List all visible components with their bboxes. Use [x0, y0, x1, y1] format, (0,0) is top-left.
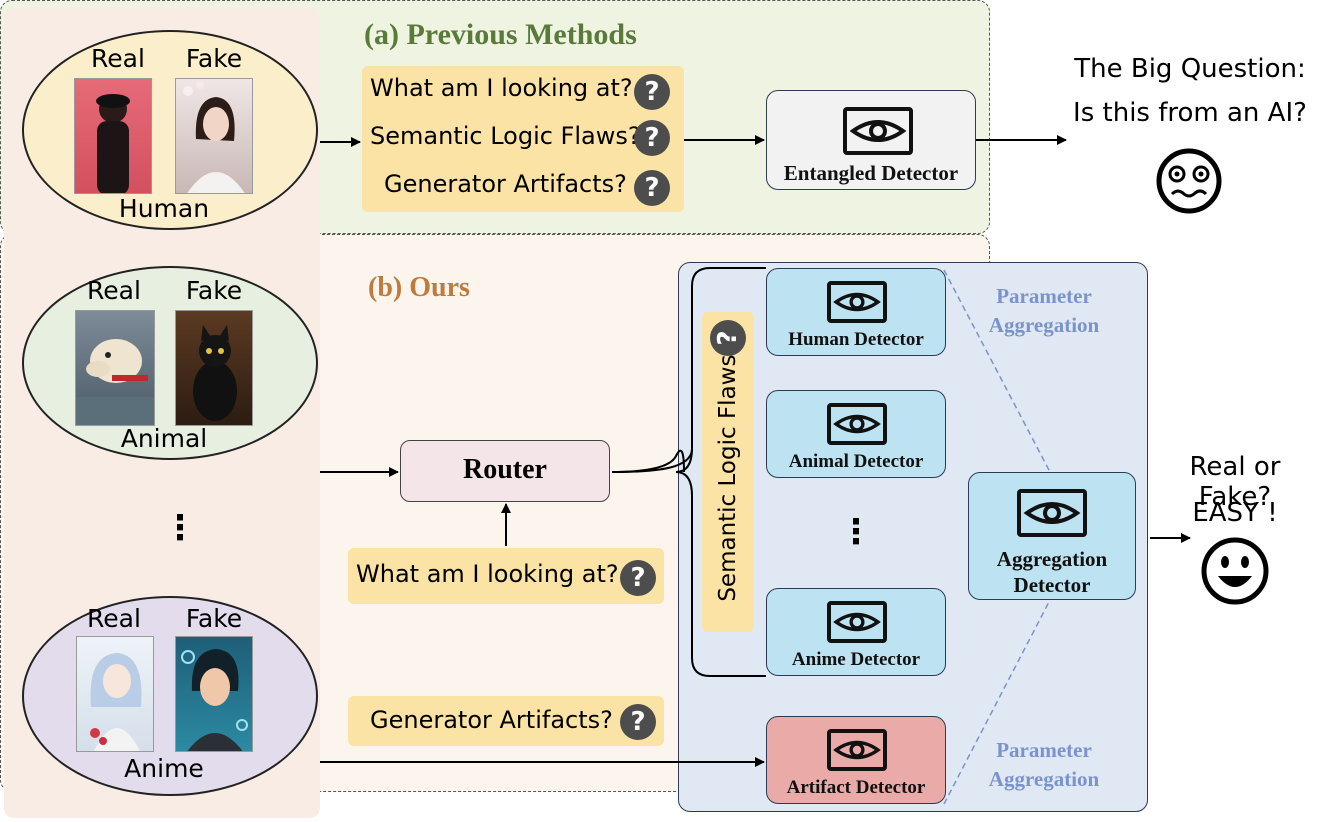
anime-real-image [76, 636, 154, 752]
human-ellipse [22, 30, 318, 230]
aggregation-detector: Aggregation Detector [968, 472, 1136, 600]
anime-ellipse [22, 596, 318, 796]
anime-category-label: Anime [124, 754, 204, 783]
human-detector-label: Human Detector [788, 329, 924, 350]
human-fake-image [175, 78, 253, 194]
eye-icon [843, 107, 913, 155]
animal-ellipse [22, 266, 318, 460]
question-mark-icon: ? [620, 560, 656, 596]
entangled-detector-label: Entangled Detector [783, 161, 959, 185]
happy-face-icon [1200, 536, 1270, 610]
more-categories-ellipsis: ⋮ [163, 508, 197, 548]
question-mark-icon: ? [634, 120, 670, 156]
panel-a-title: (a) Previous Methods [364, 18, 637, 51]
eye-icon [827, 281, 887, 323]
human-real-image [74, 78, 152, 194]
animal-detector: Animal Detector [766, 390, 946, 478]
router-question-box [348, 548, 664, 604]
artifact-detector-label: Artifact Detector [786, 777, 926, 798]
anime-fake-image [175, 636, 253, 752]
semantic-label-box [702, 312, 754, 632]
entangled-detector: Entangled Detector [766, 90, 976, 190]
animal-detector-label: Animal Detector [788, 451, 924, 472]
router-box [400, 440, 610, 502]
anime-detector: Anime Detector [766, 588, 946, 676]
eye-icon [1017, 489, 1087, 537]
router-label: Router [463, 454, 547, 485]
panel-a-question-2: Semantic Logic Flaws? [370, 122, 641, 150]
human-detector: Human Detector [766, 268, 946, 356]
human-fake-label: Fake [185, 44, 243, 73]
anime-fake-label: Fake [185, 604, 243, 633]
panel-a-result-line-2: Is this from an AI? [1073, 98, 1307, 128]
panel-a-result-line-1: The Big Question: [1074, 54, 1306, 84]
panel-b-result-line-2: EASY ! [1192, 498, 1278, 528]
eye-icon [827, 729, 887, 771]
eye-icon [827, 601, 887, 643]
panel-b-title: (b) Ours [368, 272, 470, 303]
aggregation-detector-label-1: Aggregation [996, 547, 1108, 571]
artifact-question-box [348, 696, 664, 746]
aggregation-detector-label-2: Detector [1013, 573, 1091, 597]
anime-real-label: Real [87, 604, 141, 633]
parameter-aggregation-top-2: Aggregation [988, 313, 1100, 337]
parameter-aggregation-bottom-1: Parameter [996, 738, 1092, 762]
question-mark-icon: ? [634, 74, 670, 110]
animal-real-image [75, 310, 155, 426]
parameter-aggregation-bottom-2: Aggregation [988, 767, 1100, 791]
eye-icon [827, 403, 887, 445]
animal-fake-image [175, 310, 253, 426]
router-question: What am I looking at? [356, 560, 619, 588]
panel-a-question-3: Generator Artifacts? [384, 170, 627, 198]
panel-a-question-1: What am I looking at? [370, 74, 633, 102]
human-real-label: Real [91, 44, 145, 73]
parameter-aggregation-top-1: Parameter [996, 284, 1092, 308]
anime-detector-label: Anime Detector [791, 649, 921, 670]
animal-real-label: Real [87, 276, 141, 305]
dizzy-face-icon [1154, 148, 1224, 218]
question-mark-icon: ? [620, 704, 656, 740]
artifact-question: Generator Artifacts? [370, 706, 613, 734]
question-mark-icon: ? [634, 170, 670, 206]
animal-fake-label: Fake [185, 276, 243, 305]
artifact-detector: Artifact Detector [766, 716, 946, 804]
panel-a-questions-box [362, 66, 684, 212]
animal-category-label: Animal [120, 424, 208, 453]
panel-b-result-line-1: Real or Fake? [1189, 452, 1281, 512]
more-detectors-ellipsis: ⋮ [839, 512, 873, 552]
human-category-label: Human [118, 194, 210, 223]
